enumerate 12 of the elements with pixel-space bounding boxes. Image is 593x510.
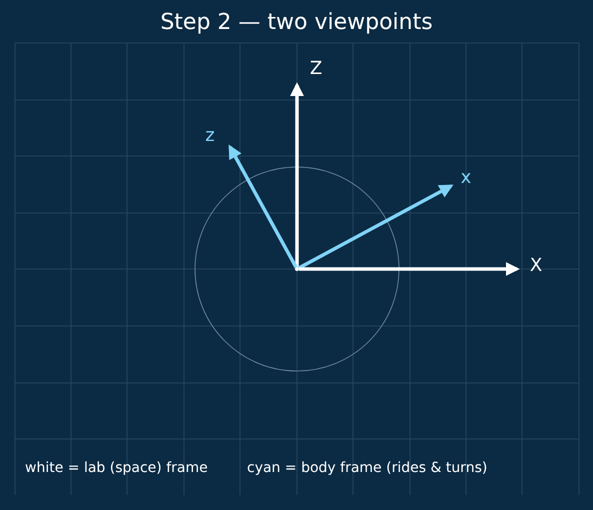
diagram-title: Step 2 — two viewpoints <box>159 10 434 35</box>
legend-note: cyan = body frame (rides & turns) <box>247 460 488 476</box>
arrow <box>228 144 298 268</box>
axis-label: x <box>453 166 479 188</box>
arrow <box>290 82 304 267</box>
arrow <box>298 184 454 270</box>
arrow <box>299 262 520 276</box>
axis-label: z <box>198 124 228 146</box>
origin-point <box>295 267 299 271</box>
axis-label: Z <box>296 52 326 84</box>
axis-label: X <box>520 252 552 278</box>
legend-note: white = lab (space) frame <box>25 460 208 476</box>
